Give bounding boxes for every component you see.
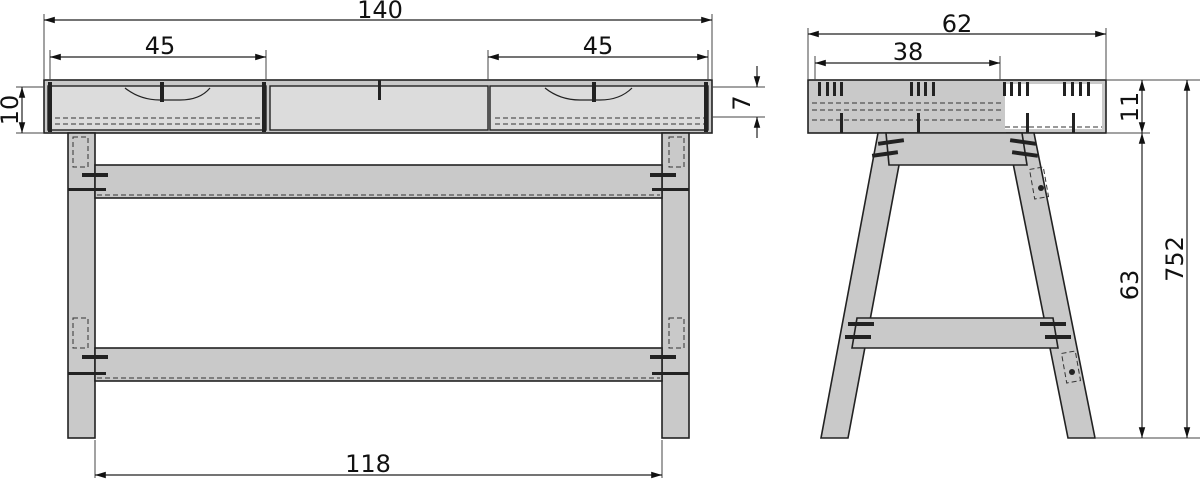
side-left-leg [820, 132, 906, 439]
lower-rail [94, 347, 663, 382]
front-dimensions: 140 45 45 10 7 118 [0, 0, 765, 479]
dim-overall-depth: 62 [942, 10, 973, 38]
dim-overall-width: 140 [357, 0, 403, 24]
front-right-leg [661, 132, 690, 439]
dim-overall-height: 752 [1161, 236, 1189, 282]
dim-top-height: 10 [0, 95, 24, 126]
right-drawer-handle [544, 87, 633, 101]
dim-leg-span: 118 [345, 450, 391, 478]
side-apron [885, 132, 1028, 166]
front-view [43, 79, 713, 439]
side-lower-rail [851, 317, 1059, 349]
left-drawer [47, 85, 267, 131]
upper-rail [94, 164, 663, 199]
dim-side-top-height: 11 [1116, 92, 1144, 123]
side-view [807, 79, 1107, 439]
dim-leg-height: 63 [1116, 270, 1144, 301]
dim-drawer-depth: 38 [893, 38, 924, 66]
right-drawer [489, 85, 709, 131]
side-dimensions: 62 38 11 63 752 [807, 10, 1200, 439]
left-drawer-handle [124, 87, 211, 101]
dim-left-drawer-width: 45 [145, 32, 176, 60]
dim-drawer-height: 7 [728, 95, 756, 110]
front-left-leg [67, 132, 96, 439]
dim-right-drawer-width: 45 [583, 32, 614, 60]
side-right-leg [1006, 132, 1096, 439]
